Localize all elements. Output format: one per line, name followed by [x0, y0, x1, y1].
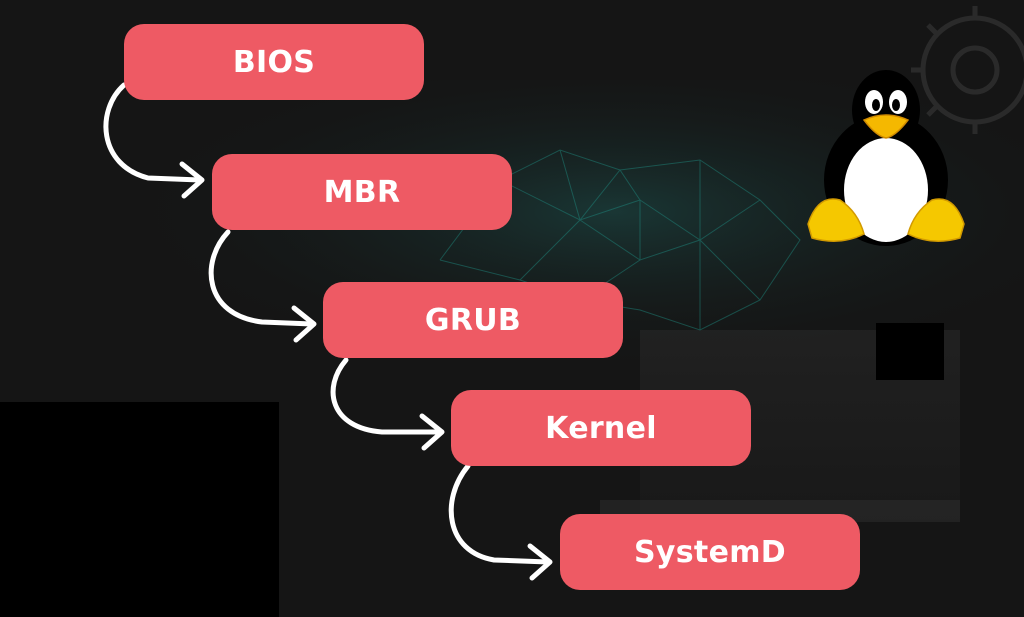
- step-grub-label: GRUB: [424, 302, 522, 338]
- step-mbr-box: MBR: [212, 154, 512, 230]
- tux-penguin-icon: [807, 70, 965, 246]
- step-bios-box: BIOS: [124, 24, 424, 100]
- gear-icon: [911, 6, 1024, 134]
- redacted-block: [876, 323, 944, 380]
- step-bios-label: BIOS: [232, 44, 316, 80]
- step-systemd-label: SystemD: [634, 534, 786, 570]
- redacted-block: [0, 402, 279, 617]
- step-kernel-label: Kernel: [545, 410, 657, 446]
- step-systemd-box: SystemD: [560, 514, 860, 590]
- step-grub-box: GRUB: [323, 282, 623, 358]
- step-kernel-box: Kernel: [451, 390, 751, 466]
- step-mbr-label: MBR: [323, 174, 401, 210]
